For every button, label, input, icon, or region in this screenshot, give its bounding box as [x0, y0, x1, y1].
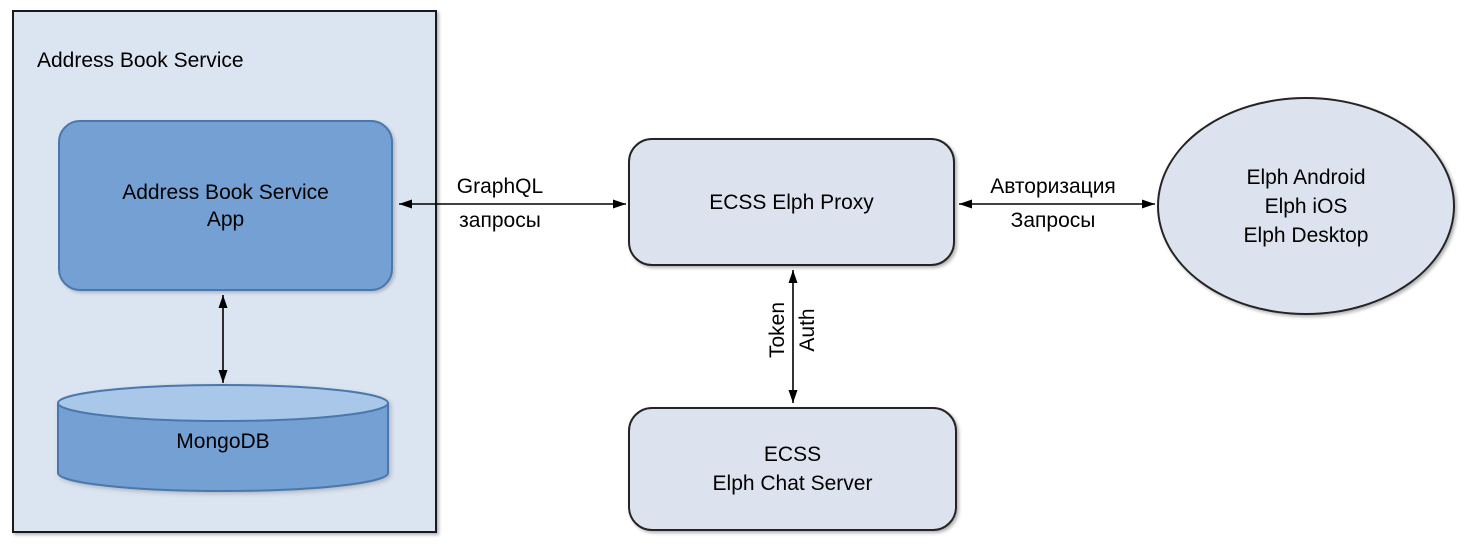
mongodb-label: MongoDB: [176, 430, 270, 453]
proxy-node: ECSS Elph Proxy: [628, 138, 955, 266]
token-label-line2: Auth: [796, 308, 819, 352]
graphql-label-line2: запросы: [459, 209, 541, 232]
app-node-label-line1: Address Book Service: [122, 180, 329, 204]
graphql-label-line1: GraphQL: [456, 175, 544, 198]
mongodb-cylinder: [57, 384, 389, 492]
authorization-label-line1: Авторизация: [990, 175, 1116, 198]
clients-label-line2: Elph iOS: [1264, 194, 1348, 218]
clients-label-line1: Elph Android: [1246, 165, 1366, 189]
container-title: Address Book Service: [37, 49, 244, 72]
app-node: Address Book Service App: [58, 120, 393, 291]
graphql-arrow-label: GraphQL запросы: [457, 175, 543, 233]
chat-server-node: ECSS Elph Chat Server: [628, 407, 957, 531]
chat-server-label-line1: ECSS: [763, 443, 822, 466]
authorization-arrow-label: Авторизация Запросы: [990, 175, 1116, 233]
chat-server-label-line2: Elph Chat Server: [712, 472, 873, 495]
token-label-line1: Token: [766, 301, 789, 359]
authorization-label-line2: Запросы: [1010, 209, 1096, 232]
clients-label-line3: Elph Desktop: [1243, 223, 1369, 247]
cylinder-body: [57, 403, 389, 492]
proxy-node-label: ECSS Elph Proxy: [709, 190, 874, 214]
app-node-label-line2: App: [206, 207, 245, 231]
cylinder-top: [57, 384, 389, 422]
token-auth-arrow-label: Token Auth: [766, 302, 820, 358]
clients-ellipse-node: Elph Android Elph iOS Elph Desktop: [1157, 97, 1455, 315]
